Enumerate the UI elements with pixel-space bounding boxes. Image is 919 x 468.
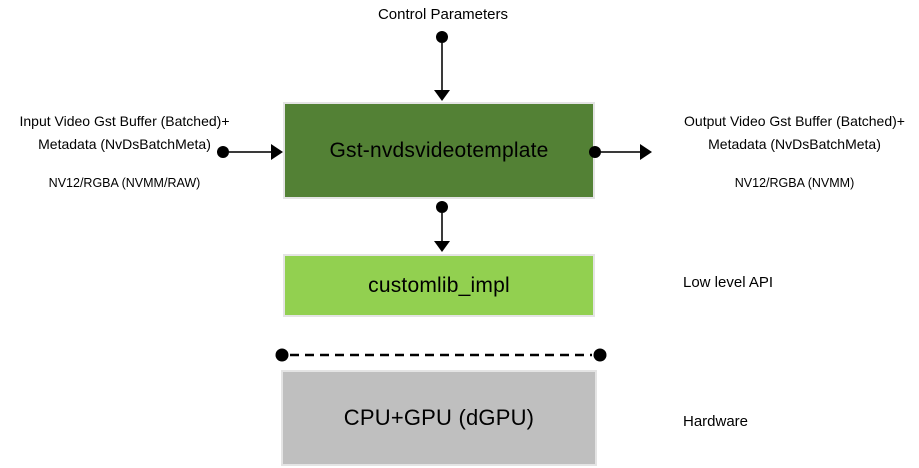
control-params-arrow-down-icon — [434, 31, 450, 101]
hardware-boundary-dashed-line — [275, 348, 607, 362]
customlib-impl-label: customlib_impl — [368, 273, 510, 297]
gst-nvdsvideotemplate-box: Gst-nvdsvideotemplate — [283, 102, 595, 199]
low-level-api-label: Low level API — [683, 274, 774, 291]
cpu-gpu-box: CPU+GPU (dGPU) — [281, 370, 597, 466]
input-format-label: NV12/RGBA (NVMM/RAW) — [48, 176, 201, 190]
plugin-to-customlib-arrow-down-icon — [434, 201, 450, 252]
control-parameters-label: Control Parameters — [377, 6, 509, 23]
output-buffer-label: Output Video Gst Buffer (Batched)+ Metad… — [672, 110, 917, 156]
hardware-label: Hardware — [683, 413, 749, 430]
output-buffer-line2: Metadata (NvDsBatchMeta) — [708, 136, 881, 152]
output-buffer-line1: Output Video Gst Buffer (Batched)+ — [684, 113, 905, 129]
output-format-label: NV12/RGBA (NVMM) — [734, 176, 855, 190]
input-buffer-label: Input Video Gst Buffer (Batched)+ Metada… — [2, 110, 247, 156]
customlib-impl-box: customlib_impl — [283, 254, 595, 317]
input-buffer-line2: Metadata (NvDsBatchMeta) — [38, 136, 211, 152]
input-buffer-line1: Input Video Gst Buffer (Batched)+ — [19, 113, 230, 129]
cpu-gpu-label: CPU+GPU (dGPU) — [343, 405, 535, 430]
gst-nvdsvideotemplate-label: Gst-nvdsvideotemplate — [329, 138, 549, 162]
output-arrow-right-icon — [589, 144, 652, 160]
